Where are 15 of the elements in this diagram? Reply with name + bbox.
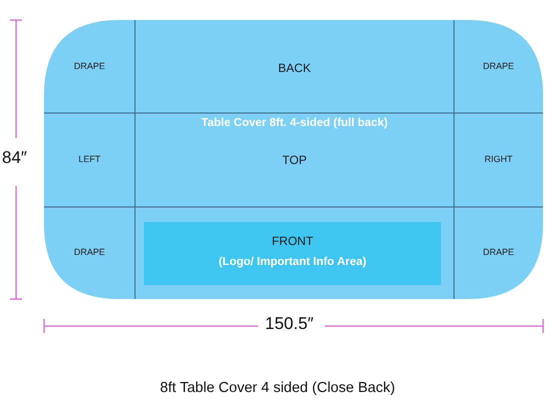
panel-label: DRAPE <box>482 247 515 257</box>
caption: 8ft Table Cover 4 sided (Close Back) <box>158 380 396 396</box>
panel-label: DRAPE <box>482 60 515 70</box>
dimension-label: 150.5″ <box>265 314 314 334</box>
area-note: (Logo/ Important Info Area) <box>218 256 368 268</box>
panel-label: LEFT <box>77 154 102 164</box>
front-print-area <box>144 222 441 285</box>
panel-label: BACK <box>277 61 312 75</box>
panel-label: RIGHT <box>484 154 514 164</box>
dimension-label: 84″ <box>2 148 27 168</box>
panel-label: DRAPE <box>72 247 106 257</box>
panel-label: DRAPE <box>72 60 106 70</box>
panel-label: FRONT <box>270 234 314 248</box>
panel-label: TOP <box>281 153 308 167</box>
product-title: Table Cover 8ft. 4-sided (full back) <box>200 116 389 131</box>
